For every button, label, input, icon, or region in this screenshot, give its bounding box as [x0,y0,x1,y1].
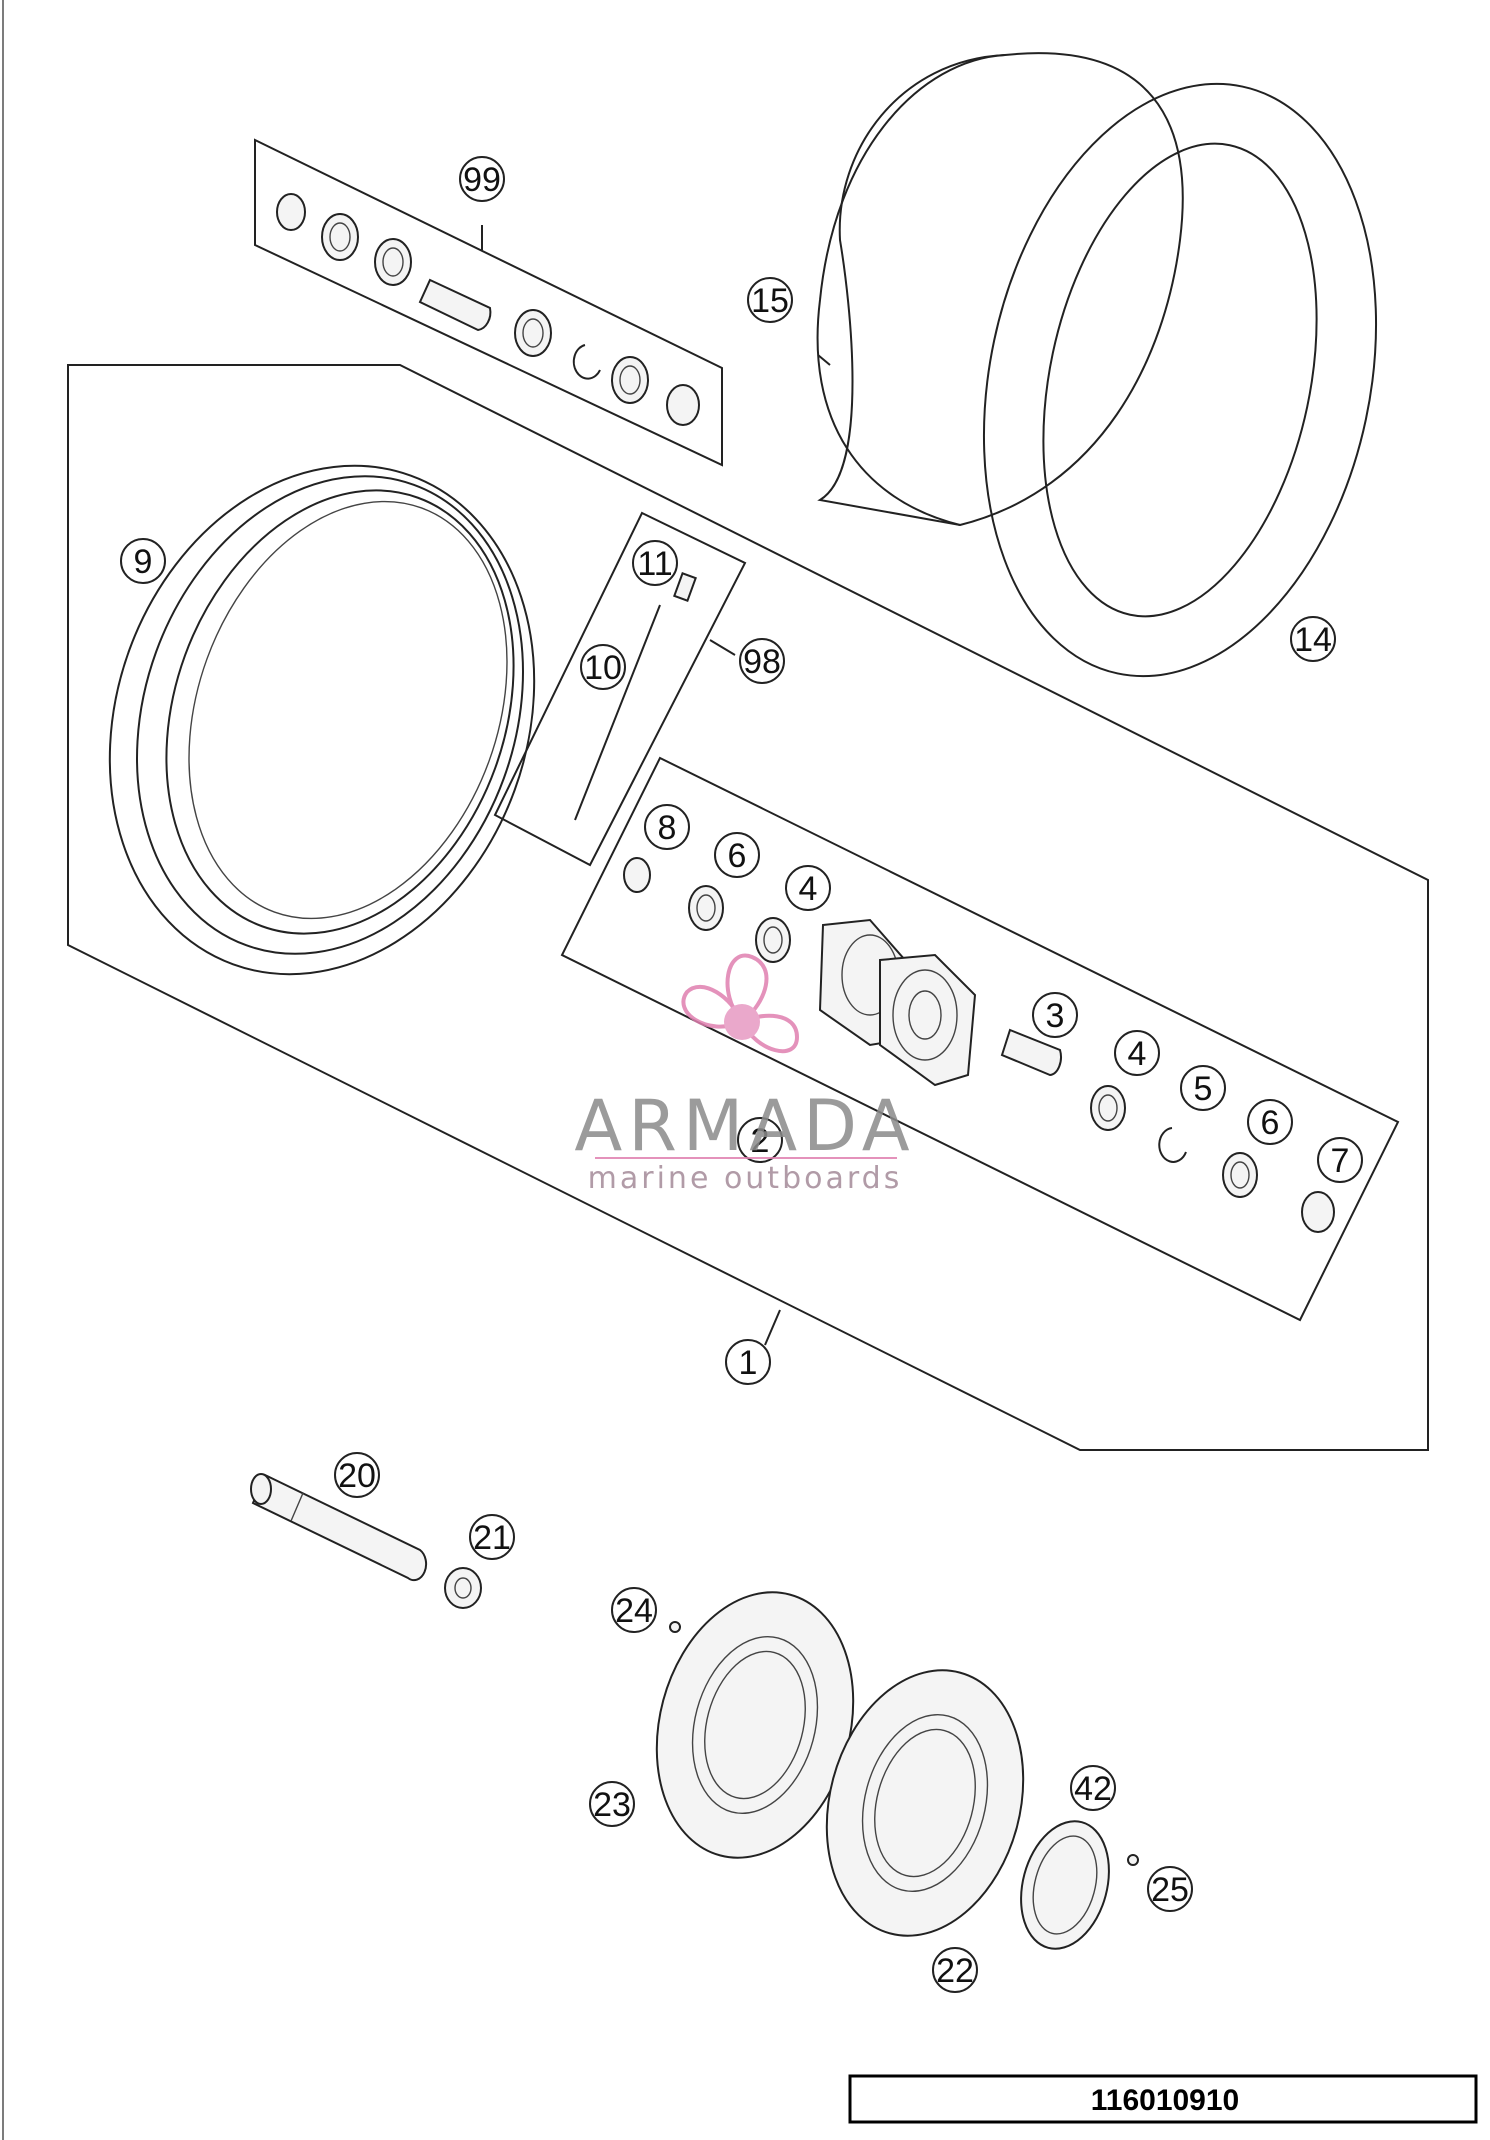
tyre-14 [982,82,1378,678]
callout-4a: 4 [785,865,831,911]
svg-text:6: 6 [728,837,747,875]
spoke-kit-98 [493,511,747,867]
callout-99: 99 [459,156,505,202]
screw-25 [1127,1854,1139,1866]
svg-text:4: 4 [1128,1035,1147,1073]
propeller-logo-icon [681,953,800,1054]
document-number-box: 116010910 [848,2074,1478,2124]
svg-text:7: 7 [1331,1142,1350,1180]
callout-10: 10 [580,644,626,690]
callout-24: 24 [611,1587,657,1633]
svg-text:10: 10 [584,649,622,687]
callout-15: 15 [747,277,793,323]
svg-text:42: 42 [1074,1770,1112,1808]
callout-4b: 4 [1114,1030,1160,1076]
svg-text:5: 5 [1194,1070,1213,1108]
callout-3: 3 [1032,992,1078,1038]
callout-22: 22 [932,1947,978,1993]
callout-14: 14 [1290,616,1336,662]
svg-text:98: 98 [743,643,781,681]
callout-23: 23 [589,1781,635,1827]
callout-21: 21 [469,1514,515,1560]
svg-text:3: 3 [1046,997,1065,1035]
callout-1: 1 [725,1339,771,1385]
svg-text:99: 99 [463,161,501,199]
callout-20: 20 [334,1452,380,1498]
svg-text:4: 4 [799,870,818,908]
svg-text:2: 2 [751,1122,770,1160]
nut-21 [444,1567,482,1609]
wheel-assembly-outline [67,364,1429,1451]
svg-text:23: 23 [593,1786,631,1824]
callout-98: 98 [739,638,785,684]
hub-assembly [560,756,1400,1322]
sensor-ring-42 [1020,1820,1110,1950]
svg-text:21: 21 [473,1519,511,1557]
watermark-tagline: marine outboards [588,1161,903,1196]
callout-2: 2 [737,1117,783,1163]
rim-9 [108,464,536,976]
brake-disc-22 [825,1669,1025,1937]
svg-text:20: 20 [338,1457,376,1495]
callout-5: 5 [1180,1065,1226,1111]
callout-25: 25 [1147,1866,1193,1912]
svg-text:11: 11 [637,545,672,583]
bearing-kit-99 [254,138,723,467]
watermark: ARMADA marine outboards [574,953,915,1196]
svg-text:14: 14 [1294,621,1332,659]
callout-11: 11 [632,540,678,586]
watermark-brand: ARMADA [574,1085,915,1167]
callout-7: 7 [1317,1137,1363,1183]
callout-42: 42 [1070,1765,1116,1811]
callout-6b: 6 [1247,1099,1293,1145]
svg-text:8: 8 [658,809,677,847]
svg-text:22: 22 [936,1952,974,1990]
callout-9: 9 [120,538,166,584]
svg-text:15: 15 [751,282,789,320]
callout-8: 8 [644,804,690,850]
axle-20 [250,1473,428,1582]
callout-6a: 6 [714,832,760,878]
tube-15 [816,52,1184,527]
svg-text:9: 9 [134,543,153,581]
svg-text:1: 1 [739,1344,758,1382]
document-number: 116010910 [1091,2084,1240,2117]
svg-text:24: 24 [615,1592,653,1630]
svg-text:6: 6 [1261,1104,1280,1142]
svg-text:25: 25 [1151,1871,1189,1909]
